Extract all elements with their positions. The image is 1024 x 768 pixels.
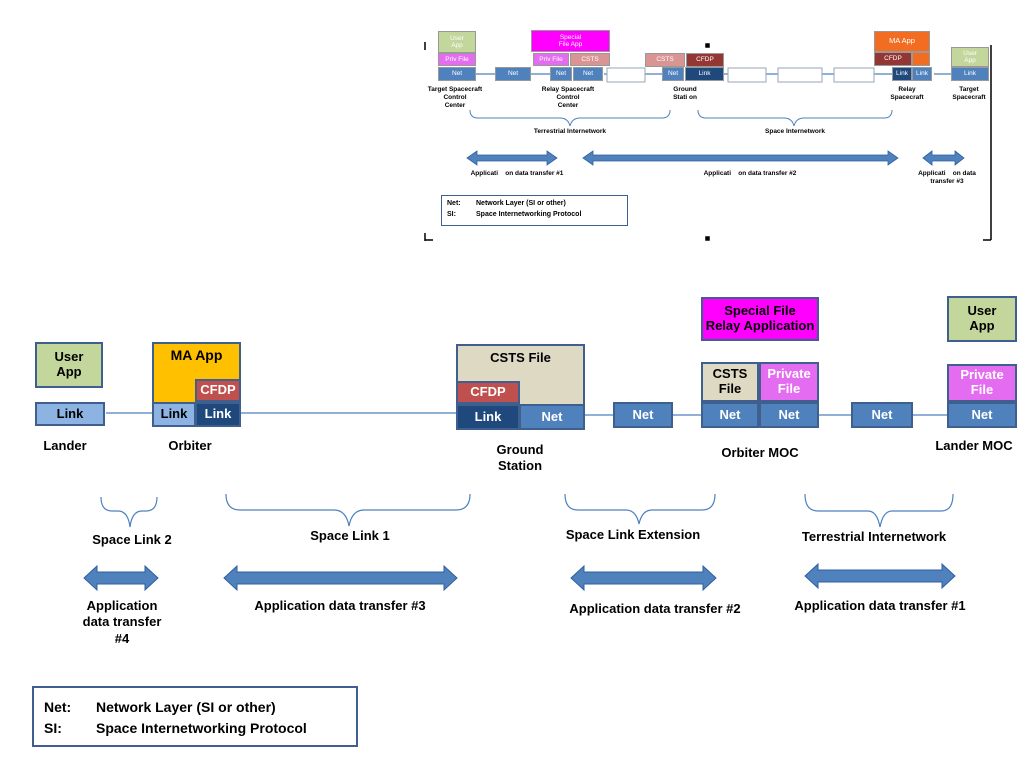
special-file-relay: Special File Relay Application [701,297,819,341]
cfdp-ground: CFDP [456,381,520,404]
top-frame [424,42,992,241]
bottom-arrow-1 [804,562,956,590]
top-legend-si-key: SI: [447,211,456,218]
transfer-3: Application data transfer #3 [254,598,426,613]
top-csts-ground: CSTS [645,53,685,67]
node-orbiter: Orbiter [168,438,212,453]
top-arrow-2 [582,150,899,166]
top-arrow-1 [466,150,558,166]
net-moc-a: Net [701,402,759,428]
legend: Net: Network Layer (SI or other) SI: Spa… [32,686,358,747]
segment-space-link-1: Space Link 1 [310,528,390,543]
legend-net-key: Net: [44,699,72,715]
ma-app-label: MA App [170,347,223,363]
bottom-arrow-3 [223,564,458,592]
top-link-ground: Link [685,67,724,81]
top-ma-app: MA App [874,31,930,52]
top-legend: Net: Network Layer (SI or other) SI: Spa… [441,195,628,226]
node-orbiter-moc: Orbiter MOC [721,445,799,460]
top-net-ground: Net [662,67,684,81]
segment-terrestrial-internetwork: Terrestrial Internetwork [801,529,947,544]
top-net-relay-a: Net [550,67,572,81]
link-lander: Link [35,402,105,426]
top-net-relay-b: Net [573,67,603,81]
csts-file-moc: CSTS File [701,362,759,402]
top-special-file-app: Special File App [531,30,610,52]
top-link-right-a: Link [892,67,912,81]
top-node-ground-station: Ground Stati on [673,86,697,101]
bottom-arrows [83,562,956,592]
top-net-left: Net [438,67,476,81]
link-ground: Link [456,404,520,430]
bottom-arrow-2 [570,564,717,592]
link-orbiter-a: Link [152,402,196,427]
transfer-1: Application data transfer #1 [794,598,966,613]
node-lander-moc: Lander MOC [935,438,1013,453]
top-transfer-1: Applicati on data transfer #1 [470,170,564,177]
legend-si-key: SI: [44,720,62,736]
top-node-relay-control: Relay Spacecraft Control Center [541,86,595,109]
top-node-target-spacecraft: Target Spacecraft [952,86,986,101]
top-legend-si-val: Space Internetworking Protocol [476,211,582,218]
top-legend-net-key: Net: [447,200,461,207]
top-net-2: Net [495,67,531,81]
user-app-lander: User App [35,342,103,388]
private-file-moc: Private File [759,362,819,402]
top-node-relay-spacecraft: Relay Spacecraft [890,86,924,101]
top-node-target-control: Target Spacecraft Control Center [427,86,483,109]
top-legend-net-val: Network Layer (SI or other) [476,200,566,207]
net-between-2: Net [851,402,913,428]
bottom-braces [100,493,954,528]
top-csts-relay: CSTS [570,53,610,66]
bottom-connectors [106,412,947,416]
top-segment-terrestrial: Terrestrial Internetwork [533,128,607,135]
transfer-2: Application data transfer #2 [569,601,741,616]
net-ground: Net [519,404,585,430]
net-lander-moc: Net [947,402,1017,428]
user-app-lander-moc: User App [947,296,1017,342]
net-between-1: Net [613,402,673,428]
segment-space-link-extension: Space Link Extension [565,527,701,542]
top-link-right-b: Link [912,67,932,81]
node-ground-station: Ground Station [496,442,544,474]
legend-si-val: Space Internetworking Protocol [96,720,307,736]
top-priv-file-relay: Priv File [533,53,569,66]
link-orbiter-b: Link [195,402,241,427]
net-moc-b: Net [759,402,819,428]
top-arrow-3 [922,150,965,166]
top-ma-app-ext [912,52,930,66]
node-lander: Lander [43,438,87,453]
transfer-4: Application data transfer #4 [82,598,162,646]
top-cfdp-ground: CFDP [686,53,724,67]
top-transfer-3: Applicati on data transfer #3 [918,170,976,185]
private-file-lander-moc: Private File [947,364,1017,402]
bottom-arrow-4 [83,564,159,592]
cfdp-orbiter: CFDP [195,379,241,402]
top-cfdp-right: CFDP [874,52,912,66]
top-transfer-2: Applicati on data transfer #2 [703,170,797,177]
top-user-app-right: User App [951,47,989,67]
top-arrows [466,150,965,166]
top-user-app-left: User App [438,31,476,53]
top-segment-space: Space Internetwork [765,128,825,135]
segment-space-link-2: Space Link 2 [92,532,172,547]
legend-net-val: Network Layer (SI or other) [96,699,276,715]
top-link-segments [606,67,875,83]
top-priv-file: Priv File [438,53,476,66]
csts-file-ground-label: CSTS File [490,350,551,365]
top-braces [469,109,893,127]
top-link-target: Link [951,67,989,81]
